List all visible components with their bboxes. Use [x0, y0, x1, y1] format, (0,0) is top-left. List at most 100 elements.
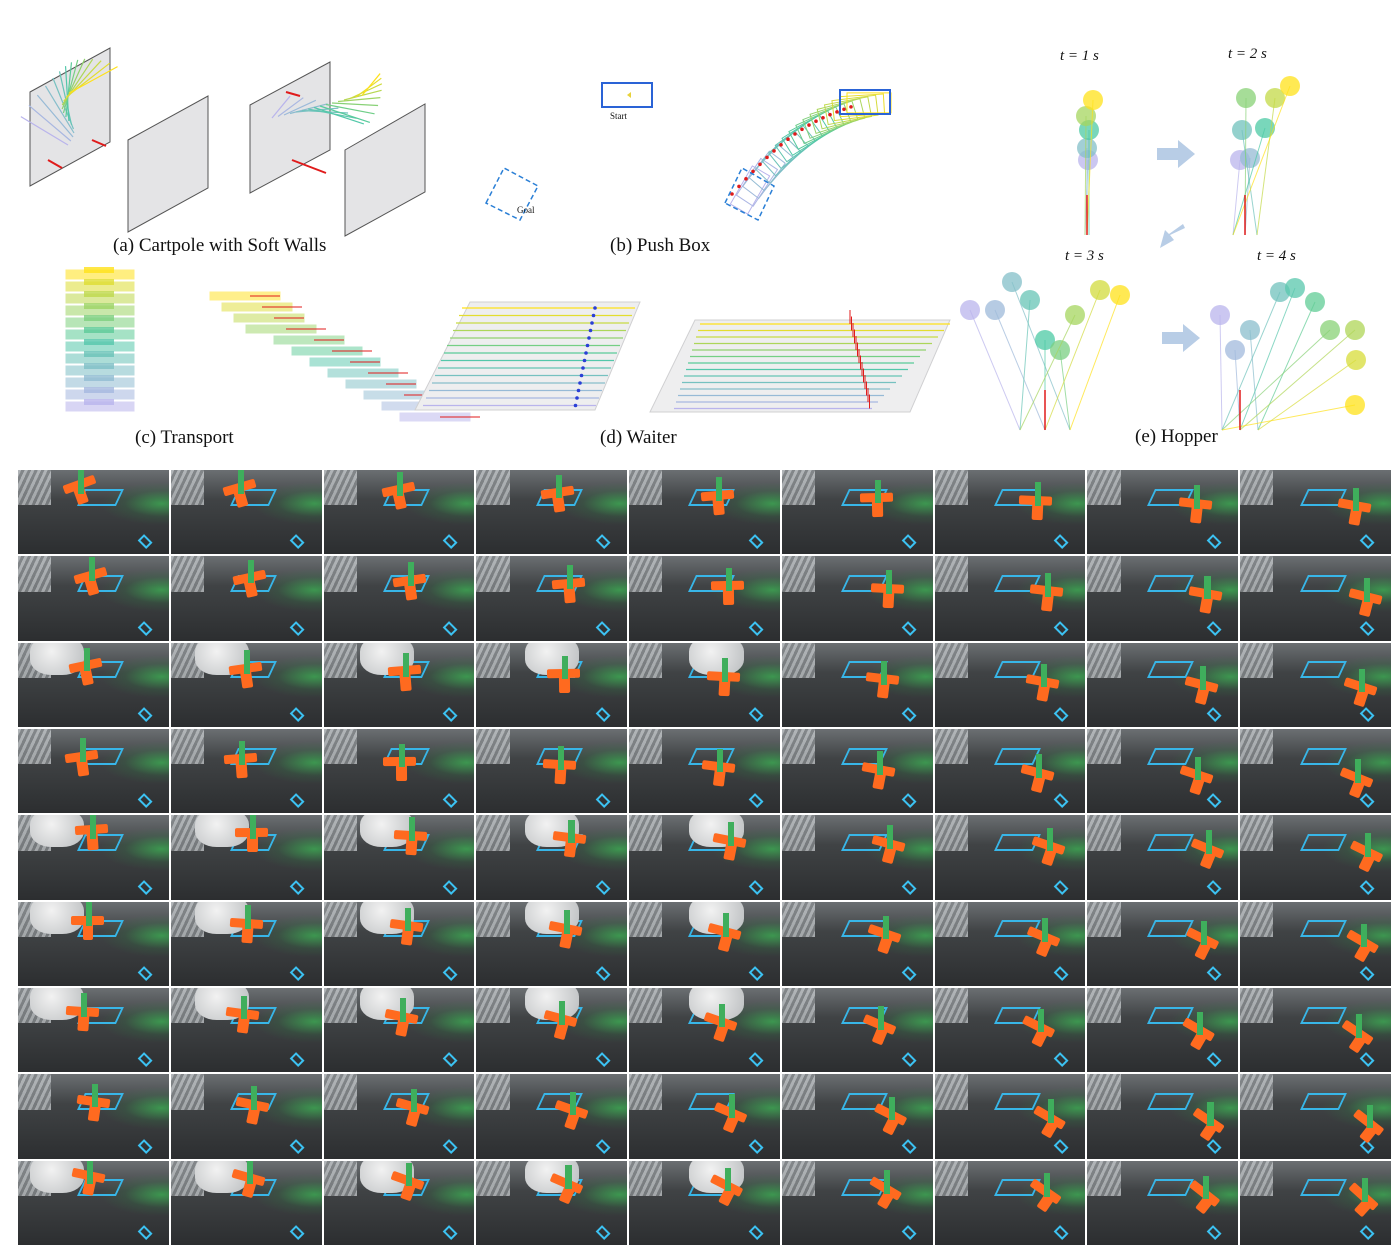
- hopper-leg: [1221, 404, 1356, 431]
- cartpole-pole-line: [283, 99, 317, 116]
- waiter-object-point: [573, 403, 578, 408]
- pusher-rod: [406, 1162, 413, 1187]
- robot-photo-frame: [1240, 556, 1391, 641]
- transport-box: [84, 327, 114, 333]
- background-rack: [476, 642, 510, 679]
- pusher-rod: [243, 650, 250, 674]
- pusher-rod: [878, 1006, 885, 1030]
- robot-photo-frame: [1087, 642, 1239, 727]
- pushbox-contact-point: [849, 105, 853, 109]
- goal-marker: [137, 1225, 153, 1241]
- t-block-stem: [82, 921, 94, 940]
- background-rack: [934, 1074, 968, 1110]
- pusher-rod: [1201, 920, 1208, 945]
- goal-marker: [289, 1225, 305, 1241]
- background-rack: [323, 1074, 357, 1110]
- goal-marker: [137, 879, 153, 895]
- pusher-rod: [1195, 756, 1202, 781]
- robot-photo-frame: [476, 470, 628, 555]
- robot-photo-frame: [170, 901, 322, 986]
- background-rack: [323, 901, 357, 938]
- hopper-leg: [1239, 329, 1356, 431]
- pusher-rod: [1046, 827, 1053, 852]
- cartpole-pole-line: [36, 94, 74, 138]
- goal-marker: [1359, 1225, 1375, 1241]
- robot-photo-frame: [1240, 1160, 1391, 1245]
- pusher-rod: [245, 905, 252, 929]
- background-rack: [323, 815, 357, 851]
- hopper-body: [1345, 395, 1365, 415]
- robot-photo-frame: [934, 815, 1086, 900]
- hopper-time-3: t = 3 s: [1065, 248, 1104, 264]
- hopper-illustration: [960, 76, 1366, 431]
- goal-marker: [1206, 620, 1222, 636]
- t-target-outline: [1299, 747, 1347, 765]
- pusher-rod: [404, 907, 411, 932]
- robot-photo-frame: [781, 815, 933, 900]
- hopper-body: [1020, 290, 1040, 310]
- hopper-leg: [1044, 289, 1101, 431]
- pusher-rod: [881, 660, 888, 685]
- hopper-body: [1083, 90, 1103, 110]
- hopper-leg: [1232, 159, 1241, 236]
- pusher-rod: [570, 1091, 577, 1116]
- hopper-leg: [1221, 291, 1281, 431]
- hopper-body: [1035, 330, 1055, 350]
- t-target-outline: [1299, 1179, 1347, 1197]
- goal-marker: [748, 707, 764, 723]
- t-target-outline: [1146, 1179, 1194, 1197]
- robot-photo-frame: [1240, 642, 1391, 727]
- robot-photo-frame: [476, 729, 628, 814]
- pusher-rod: [1362, 1178, 1369, 1202]
- goal-marker: [748, 966, 764, 982]
- transport-box: [84, 375, 114, 381]
- goal-marker: [1053, 1138, 1069, 1154]
- robot-photo-frame: [170, 1074, 322, 1159]
- background-rack: [476, 901, 510, 938]
- waiter-object-point: [582, 358, 587, 363]
- background-rack: [476, 1074, 510, 1110]
- goal-marker: [1053, 793, 1069, 809]
- goal-marker: [900, 1225, 917, 1241]
- pusher-rod: [1353, 487, 1360, 512]
- background-rack: [934, 556, 968, 592]
- hopper-body: [985, 300, 1005, 320]
- goal-marker: [289, 1052, 305, 1068]
- pushbox-trajectory-box: [809, 100, 859, 135]
- robot-photo-frame: [18, 988, 169, 1073]
- robot-photo-frame: [1087, 988, 1239, 1073]
- transport-box: [84, 279, 114, 285]
- pusher-rod: [1354, 759, 1361, 783]
- cartpole-pole-line: [277, 97, 304, 117]
- goal-marker: [1053, 707, 1069, 723]
- robot-photo-frame: [781, 901, 933, 986]
- pushbox-trajectory-box: [742, 150, 786, 200]
- background-rack: [629, 470, 663, 506]
- robot-photo-frame: [1240, 901, 1391, 986]
- goal-marker: [1206, 793, 1222, 809]
- pusher-rod: [1204, 575, 1211, 600]
- goal-marker: [1359, 534, 1375, 550]
- pushbox-contact-point: [737, 184, 741, 189]
- background-rack: [476, 556, 510, 592]
- pusher-rod: [85, 902, 92, 927]
- pushbox-trajectory-box: [831, 94, 879, 122]
- background-rack: [476, 470, 510, 506]
- background-rack: [476, 815, 510, 851]
- goal-marker: [137, 1138, 153, 1154]
- hopper-leg: [1256, 97, 1276, 236]
- pusher-rod: [1043, 1173, 1050, 1197]
- t-target-outline: [1299, 1092, 1347, 1110]
- pusher-rod: [248, 559, 255, 584]
- pushbox-contact-point: [779, 143, 783, 147]
- background-rack: [629, 1074, 663, 1110]
- goal-marker: [1206, 1052, 1222, 1068]
- background-rack: [1240, 901, 1274, 938]
- robot-photo-frame: [323, 556, 475, 641]
- background-rack: [1087, 470, 1121, 506]
- cartpole-pole-line: [295, 107, 339, 113]
- pusher-rod: [1366, 1104, 1373, 1129]
- caption-cartpole: (a) Cartpole with Soft Walls: [113, 235, 327, 256]
- pusher-rod: [251, 1086, 258, 1110]
- robot-photo-frame: [934, 470, 1086, 555]
